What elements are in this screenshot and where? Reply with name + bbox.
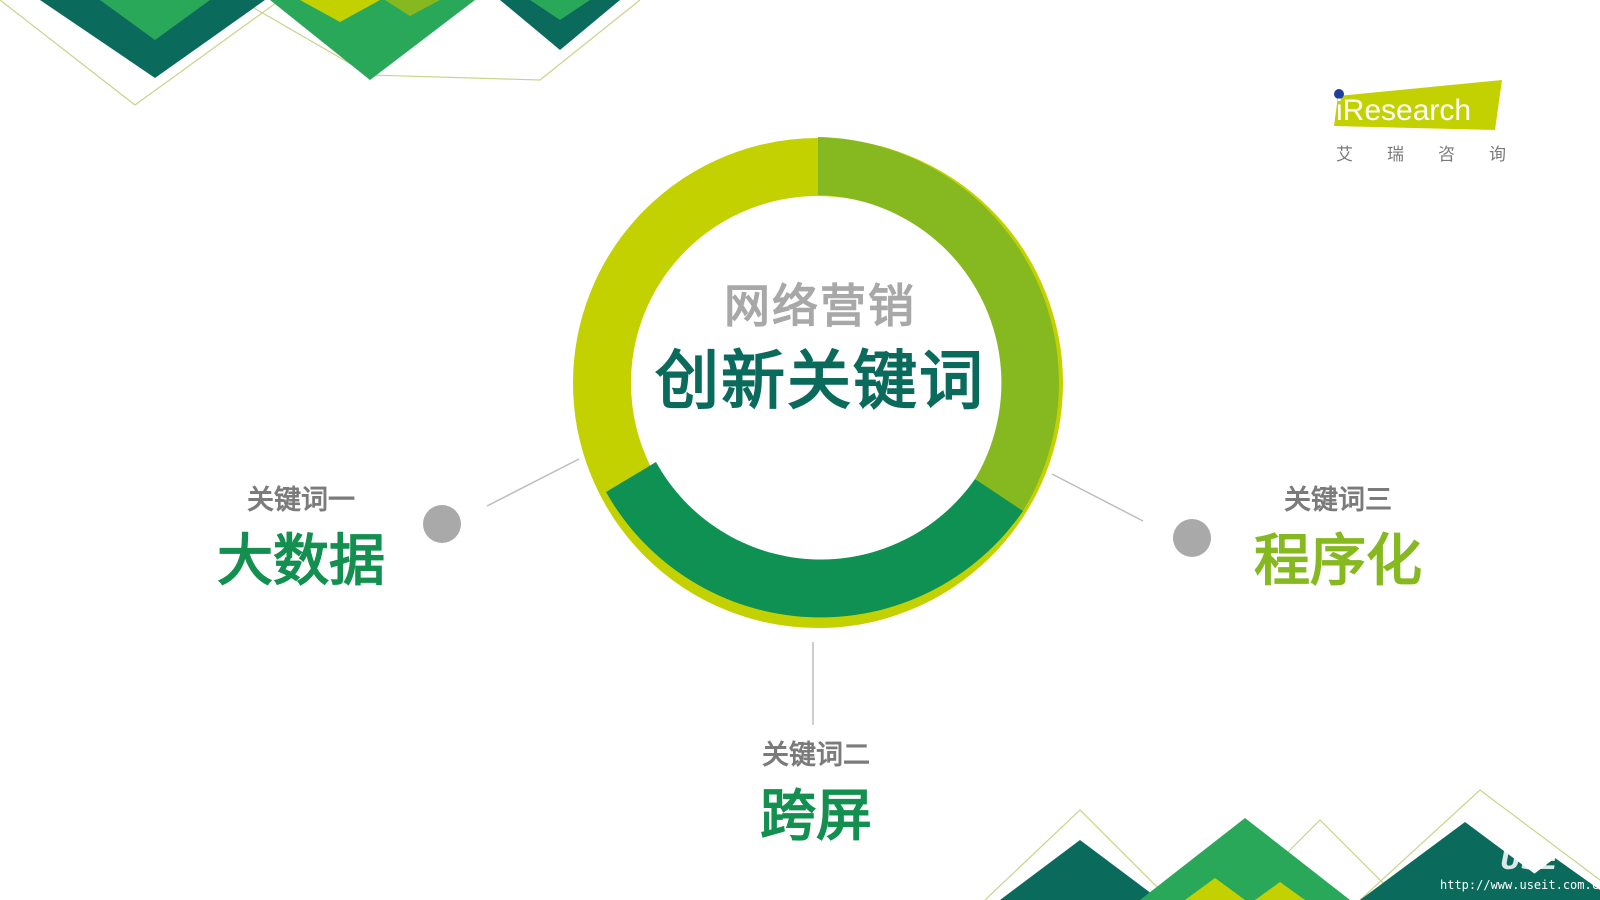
deco-tri-13 xyxy=(1500,858,1600,900)
keyword-1-dot xyxy=(423,505,461,543)
center-subtitle: 网络营销 xyxy=(724,279,916,333)
watermark-url: http://www.useit.com.c xyxy=(1440,878,1599,892)
keyword-1-label: 关键词一 xyxy=(247,485,355,516)
watermark-text: USE xyxy=(1500,846,1558,876)
deco-outline-5 xyxy=(1359,789,1600,900)
connector-right xyxy=(1051,473,1144,522)
logo-sub-char: 询 xyxy=(1489,145,1506,165)
deco-tri-7 xyxy=(530,0,590,20)
deco-tri-12 xyxy=(1360,822,1570,900)
keyword-3-value: 程序化 xyxy=(1254,529,1422,594)
deco-tri-8 xyxy=(1000,840,1160,900)
deco-tri-4 xyxy=(300,0,380,22)
deco-outline-3 xyxy=(984,809,1171,900)
deco-outline-4 xyxy=(1279,819,1401,900)
logo-banner xyxy=(1334,80,1502,130)
center-title: 创新关键词 xyxy=(655,345,985,419)
keyword-3-label: 关键词三 xyxy=(1284,485,1392,516)
connector-left xyxy=(486,458,580,507)
keyword-1-value: 大数据 xyxy=(217,529,385,594)
keyword-3-dot xyxy=(1173,519,1211,557)
logo-subtitle: 艾 瑞 咨 询 xyxy=(1336,140,1506,165)
keyword-2-value: 跨屏 xyxy=(760,784,872,849)
deco-tri-6 xyxy=(500,0,620,50)
deco-tri-3 xyxy=(270,0,475,80)
deco-tri-5 xyxy=(385,0,440,16)
deco-tri-1 xyxy=(40,0,265,78)
deco-tri-2 xyxy=(100,0,210,40)
logo-sub-char: 咨 xyxy=(1438,145,1455,165)
iresearch-logo: iResearch xyxy=(1334,80,1502,130)
logo-text: iResearch xyxy=(1336,94,1471,127)
logo-sub-char: 瑞 xyxy=(1387,145,1404,165)
keyword-2-label: 关键词二 xyxy=(762,740,870,771)
deco-tri-10 xyxy=(1185,878,1245,900)
deco-tri-9 xyxy=(1140,818,1350,900)
deco-outline-2 xyxy=(239,0,641,81)
deco-tri-11 xyxy=(1255,882,1305,900)
deco-outline-1 xyxy=(0,0,281,106)
logo-sub-char: 艾 xyxy=(1336,145,1353,165)
ring-segment-dark-green xyxy=(606,462,1023,618)
ring-segment-light-green xyxy=(818,137,1059,511)
logo-dot xyxy=(1334,89,1344,99)
